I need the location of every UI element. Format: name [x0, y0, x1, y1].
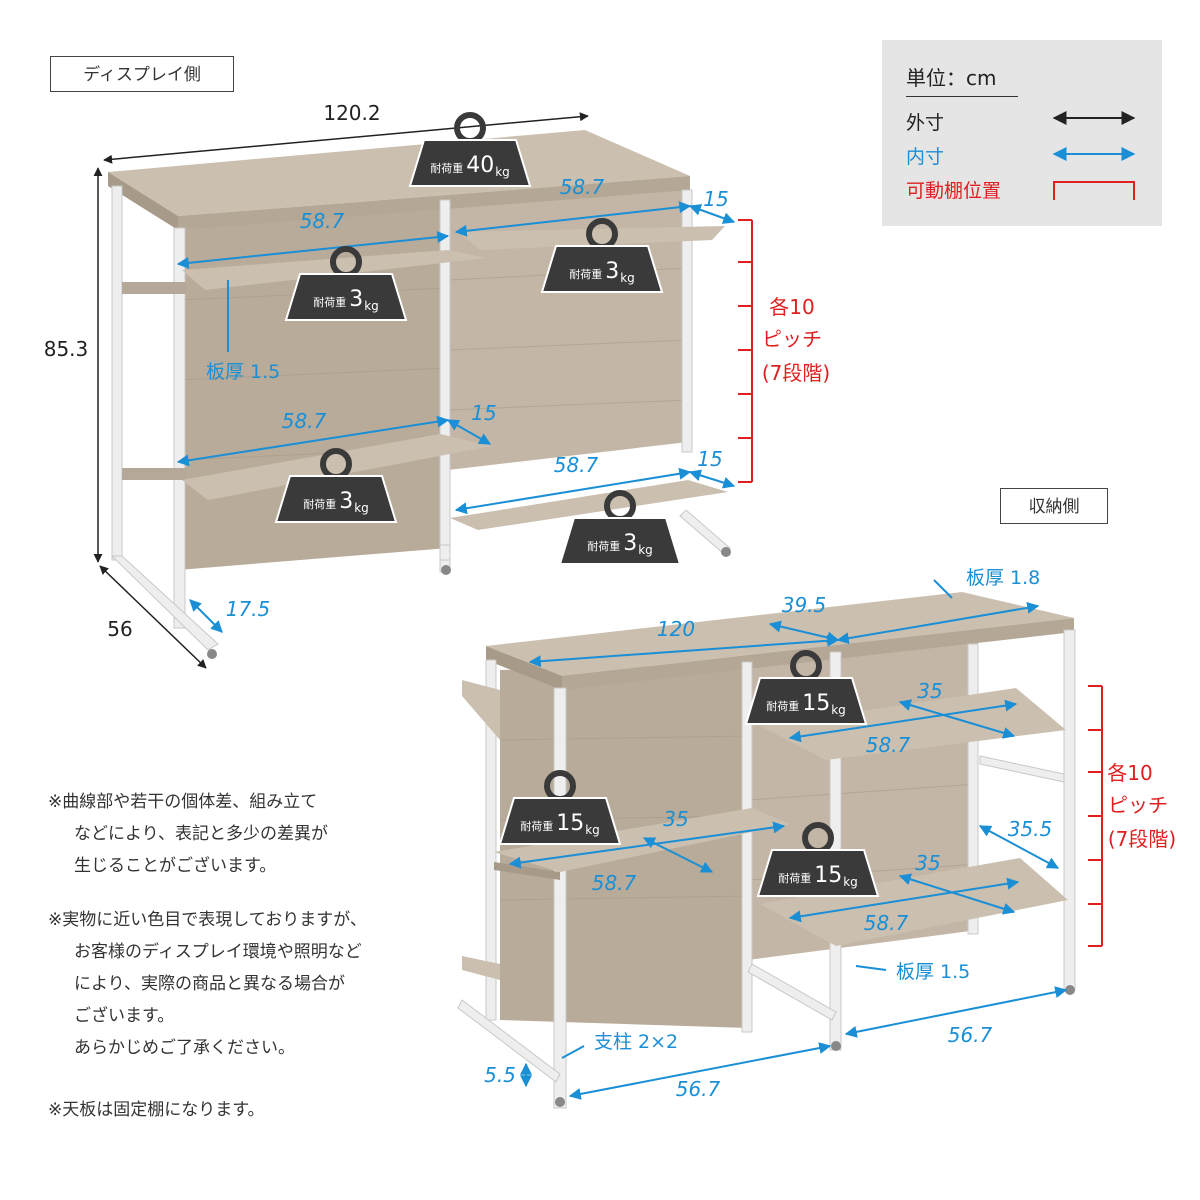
note-2-line: お客様のディスプレイ環境や照明など: [74, 942, 362, 962]
display-shelf-mid-depth: 15: [471, 401, 496, 425]
display-shelf-low-right-width: 58.7: [554, 453, 599, 477]
display-side-label: ディスプレイ側: [50, 56, 234, 92]
note-1-line: ※曲線部や若干の個体差、組み立て: [48, 792, 318, 812]
display-shelf-low-right-depth: 15: [697, 447, 722, 471]
storage-right-shelf-width: 58.7: [864, 911, 909, 935]
storage-pitch-line3: (7段階): [1108, 827, 1176, 851]
legend-symbols: [1052, 111, 1136, 200]
note-1-line: などにより、表記と多少の差異が: [74, 824, 328, 844]
note-2-line: ございます。: [74, 1006, 175, 1026]
storage-left-shelf-width: 58.7: [592, 871, 637, 895]
storage-post-label: 支柱 2×2: [594, 1031, 678, 1053]
display-pitch-line3: (7段階): [762, 361, 830, 385]
note-2: ※実物に近い色目で表現しておりますが、 お客様のディスプレイ環境や照明など によ…: [48, 904, 367, 1064]
note-2-line: あらかじめご了承ください。: [74, 1038, 295, 1058]
display-shelf-top-right-depth: 15: [703, 187, 728, 211]
display-pitch-line1: 各10: [769, 295, 814, 319]
display-width-label: 120.2: [323, 101, 380, 125]
display-height-label: 85.3: [44, 337, 89, 361]
legend-outer-label: 外寸: [906, 112, 945, 134]
storage-top-thickness-label: 板厚 1.8: [966, 567, 1040, 589]
display-pitch-line2: ピッチ: [762, 327, 822, 351]
legend-panel: 単位：cm 外寸 内寸 可動棚位置: [882, 40, 1162, 226]
display-shelf-mid-left-width: 58.7: [282, 409, 327, 433]
storage-inner-height-label: 35.5: [1008, 817, 1053, 841]
display-bottom-offset-label: 17.5: [226, 597, 271, 621]
storage-upper-shelf-width: 58.7: [866, 733, 911, 757]
note-3: ※天板は固定棚になります。: [48, 1094, 265, 1126]
legend-inner-label: 内寸: [906, 146, 945, 168]
note-3-line: ※天板は固定棚になります。: [48, 1100, 265, 1120]
storage-right-shelf-depth: 35: [915, 851, 940, 875]
legend-divider: [906, 96, 1018, 97]
display-board-thickness-label: 板厚 1.5: [206, 361, 280, 383]
note-2-line: により、実際の商品と異なる場合が: [74, 974, 345, 994]
display-shelf-upper-left-width: 58.7: [300, 209, 345, 233]
display-shelf-top-right-width: 58.7: [560, 175, 605, 199]
storage-base-left-label: 56.7: [676, 1077, 721, 1101]
note-1: ※曲線部や若干の個体差、組み立て などにより、表記と多少の差異が 生じることがご…: [48, 786, 328, 882]
storage-side-label: 収納側: [1000, 488, 1108, 524]
storage-floor-clearance-label: 5.5: [484, 1063, 516, 1087]
storage-pitch-line1: 各10: [1107, 761, 1152, 785]
storage-left-shelf-depth: 35: [663, 807, 688, 831]
storage-pitch-line2: ピッチ: [1108, 793, 1168, 817]
note-2-line: ※実物に近い色目で表現しておりますが、: [48, 910, 367, 930]
display-depth-label: 56: [107, 617, 132, 641]
storage-base-right-label: 56.7: [948, 1023, 993, 1047]
legend-adjustable-bracket-icon: [1053, 181, 1135, 200]
legend-adjustable-label: 可動棚位置: [906, 180, 1002, 202]
display-side-unit: [93, 112, 753, 669]
note-1-line: 生じることがございます。: [74, 856, 277, 876]
storage-width-label: 120: [657, 617, 695, 641]
storage-board-thickness-label: 板厚 1.5: [896, 961, 970, 983]
storage-upper-shelf-depth: 35: [917, 679, 942, 703]
storage-inner-depth-label: 39.5: [782, 593, 827, 617]
legend-unit: 単位：cm: [906, 66, 997, 90]
